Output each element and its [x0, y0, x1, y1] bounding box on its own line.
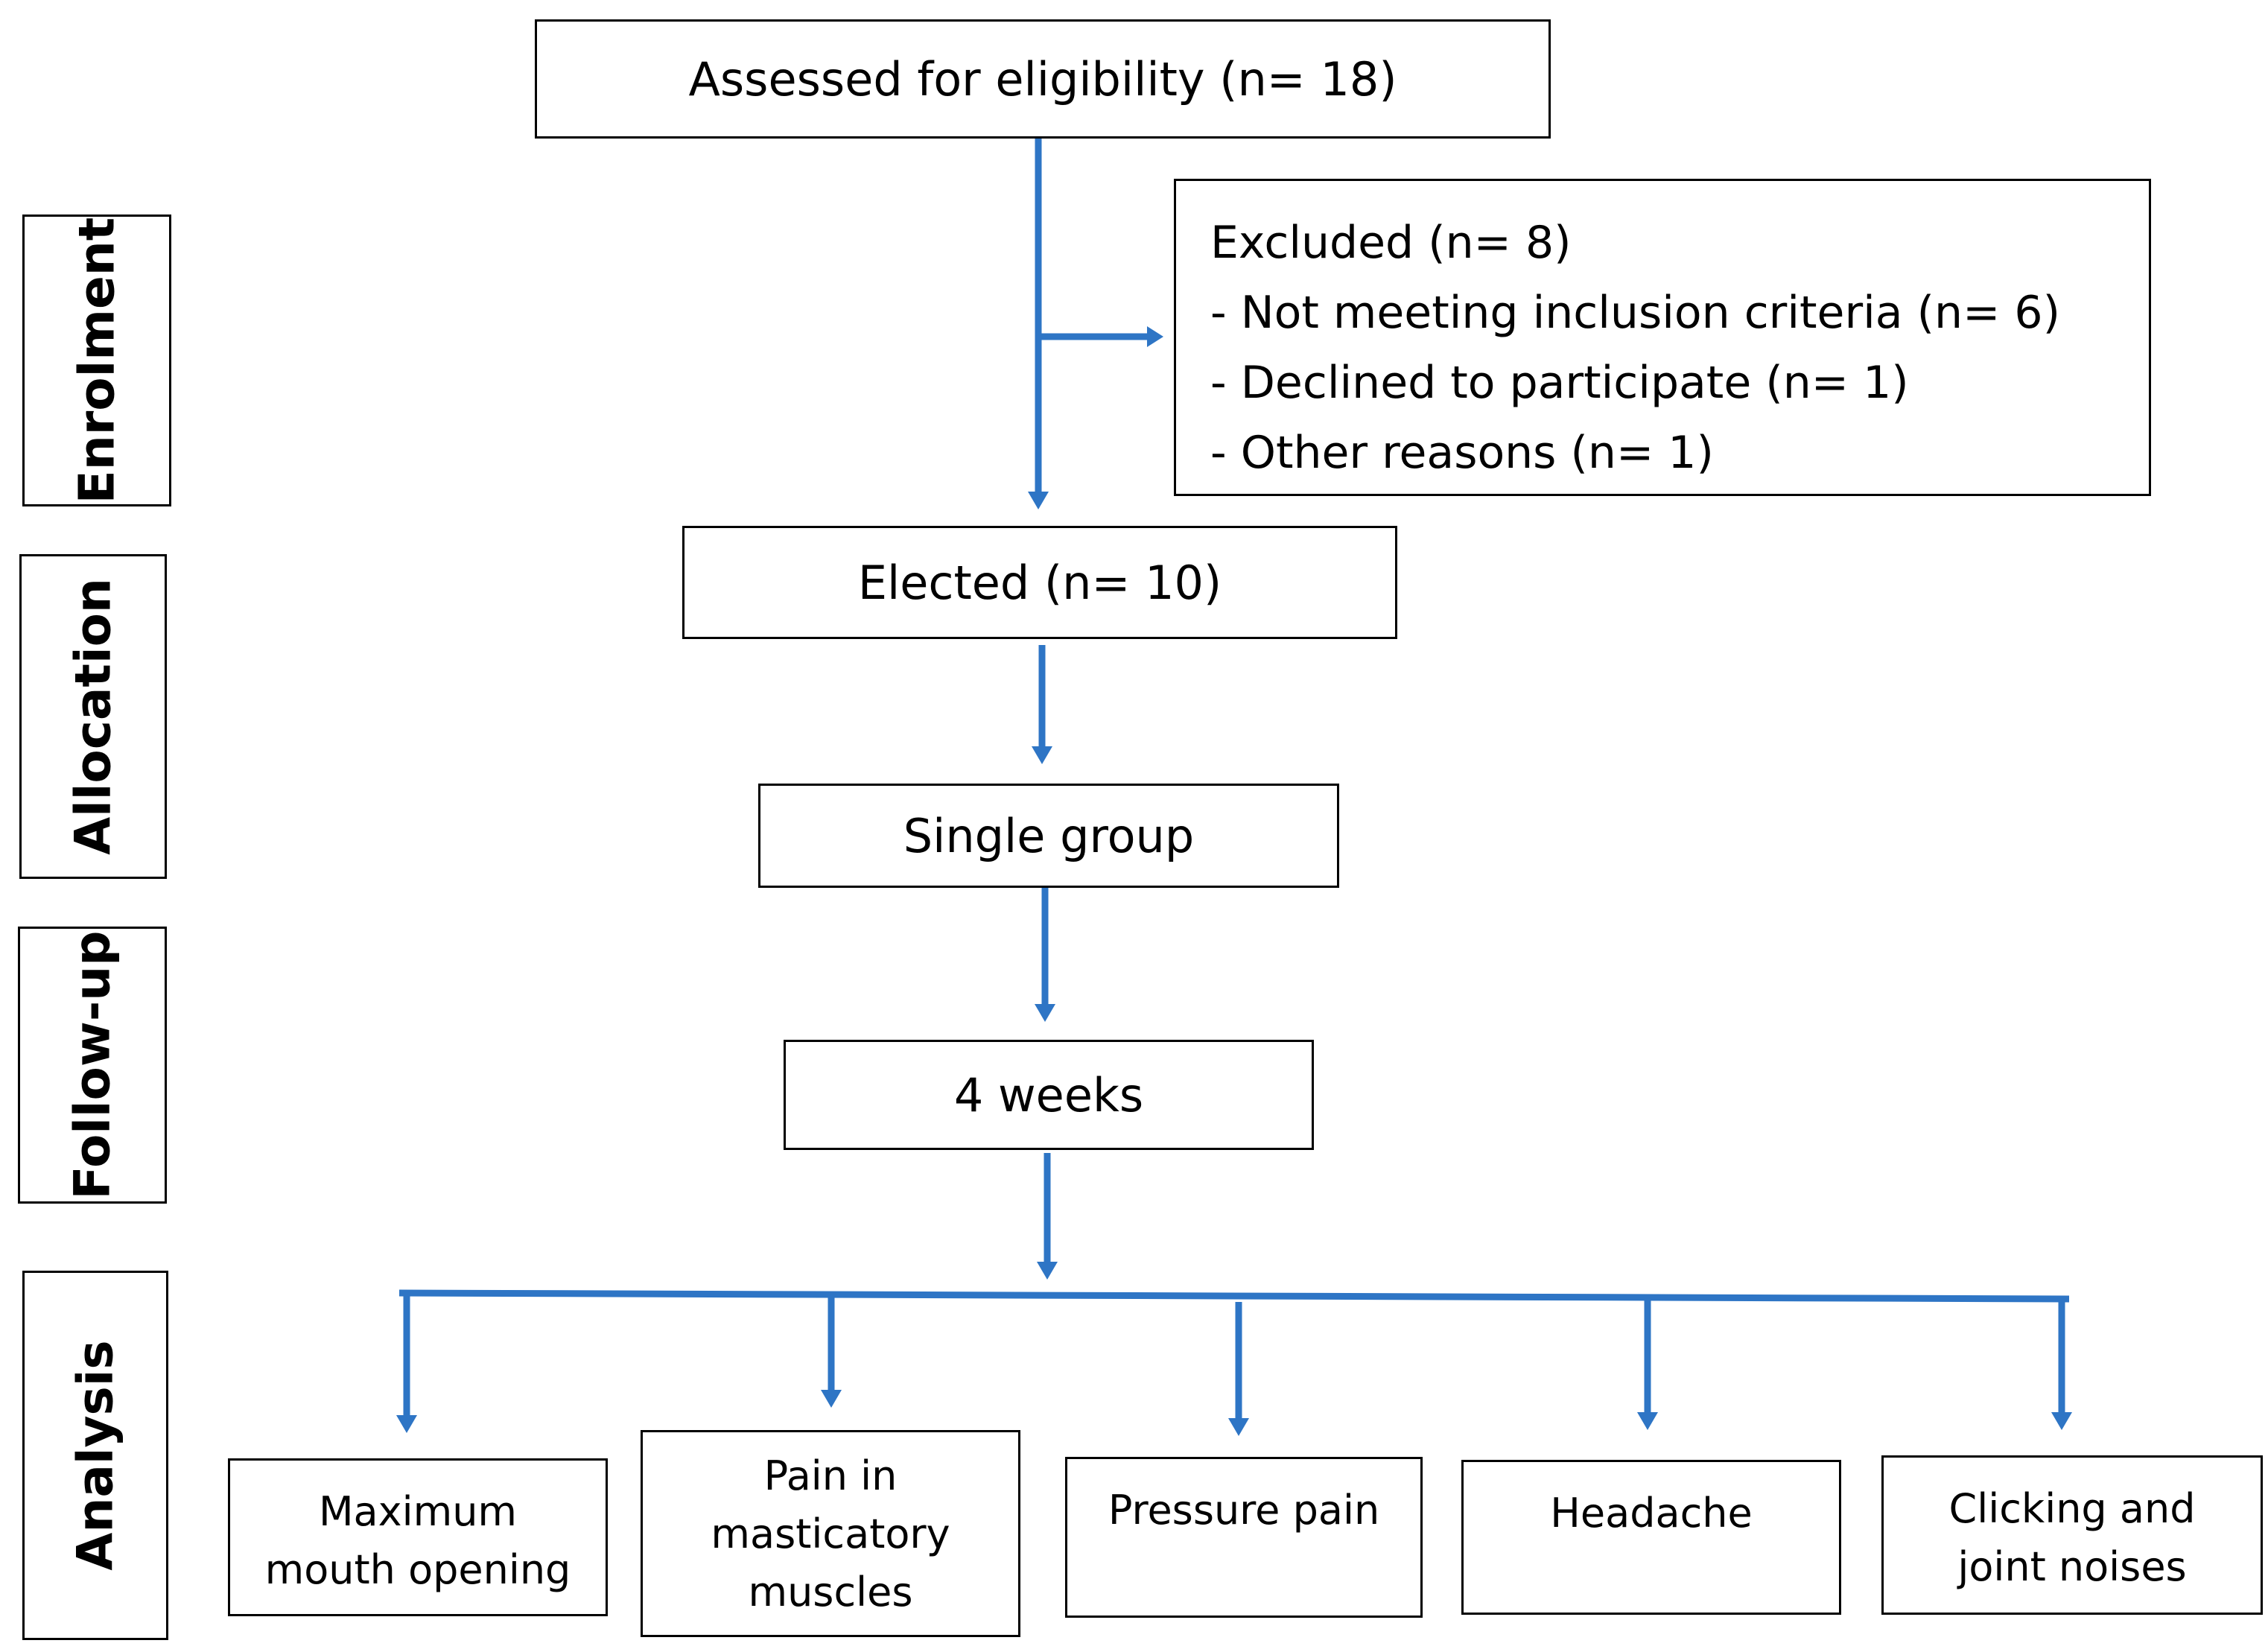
arrow-to-outcome-5-head	[2051, 1412, 2072, 1430]
weeks-box: 4 weeks	[784, 1040, 1314, 1150]
stage-allocation-label: Allocation	[64, 578, 122, 855]
analysis-distribution-line	[398, 1289, 2070, 1303]
arrow-weeks-to-analysis-head	[1037, 1262, 1058, 1280]
stage-allocation: Allocation	[19, 554, 167, 879]
arrow-to-outcome-2-head	[821, 1390, 842, 1408]
excluded-reason: - Not meeting inclusion criteria (n= 6)	[1210, 287, 2060, 339]
outcome-line: masticatory	[711, 1510, 950, 1557]
outcome-box: Pain in masticatory muscles	[641, 1430, 1020, 1637]
outcome-line: Maximum	[318, 1488, 518, 1535]
weeks-text: 4 weeks	[953, 1067, 1144, 1122]
outcome-label: Clicking and joint noises	[1949, 1480, 2196, 1596]
arrow-elected-to-group-head	[1032, 746, 1052, 764]
outcome-line: joint noises	[1957, 1543, 2187, 1590]
stage-enrolment: Enrolment	[22, 215, 171, 506]
assessed-text: Assessed for eligibility (n= 18)	[688, 51, 1397, 107]
arrow-to-outcome-3-head	[1228, 1418, 1249, 1436]
outcome-line: Pain in	[763, 1452, 898, 1499]
excluded-box: Excluded (n= 8) - Not meeting inclusion …	[1174, 179, 2151, 496]
outcome-box: Pressure pain	[1065, 1457, 1423, 1618]
outcome-line: mouth opening	[264, 1546, 571, 1593]
outcome-line: Clicking and	[1948, 1485, 2196, 1532]
excluded-title: Excluded (n= 8)	[1210, 217, 1572, 269]
excluded-reason: - Other reasons (n= 1)	[1210, 427, 1714, 479]
assessed-box: Assessed for eligibility (n= 18)	[535, 19, 1551, 139]
group-text: Single group	[903, 808, 1195, 863]
outcome-box: Clicking and joint noises	[1881, 1455, 2263, 1615]
elected-text: Elected (n= 10)	[857, 555, 1222, 610]
arrow-to-excluded-head	[1147, 326, 1163, 347]
outcome-label: Pain in masticatory muscles	[711, 1447, 950, 1621]
arrow-group-to-weeks-head	[1035, 1004, 1055, 1022]
stage-follow-up-label: Follow-up	[63, 930, 121, 1200]
arrow-to-outcome-1-head	[396, 1415, 417, 1433]
stage-analysis: Analysis	[22, 1271, 168, 1640]
elected-box: Elected (n= 10)	[682, 526, 1397, 639]
outcome-line: Pressure pain	[1108, 1487, 1380, 1534]
outcome-line: muscles	[748, 1569, 913, 1616]
stage-analysis-label: Analysis	[66, 1340, 124, 1571]
arrow-assessed-to-elected-head	[1028, 492, 1049, 509]
outcome-line: Headache	[1550, 1490, 1753, 1537]
excluded-content: Excluded (n= 8) - Not meeting inclusion …	[1210, 208, 2060, 488]
stage-enrolment-label: Enrolment	[68, 217, 126, 504]
outcome-label: Headache	[1550, 1484, 1752, 1543]
arrow-to-outcome-4-head	[1637, 1412, 1658, 1430]
outcome-box: Maximum mouth opening	[228, 1458, 608, 1616]
stage-follow-up: Follow-up	[18, 927, 167, 1204]
excluded-reason: - Declined to participate (n= 1)	[1210, 357, 1909, 409]
group-box: Single group	[758, 784, 1339, 888]
outcome-label: Pressure pain	[1108, 1481, 1379, 1540]
outcome-label: Maximum mouth opening	[265, 1483, 571, 1599]
outcome-box: Headache	[1461, 1460, 1841, 1615]
